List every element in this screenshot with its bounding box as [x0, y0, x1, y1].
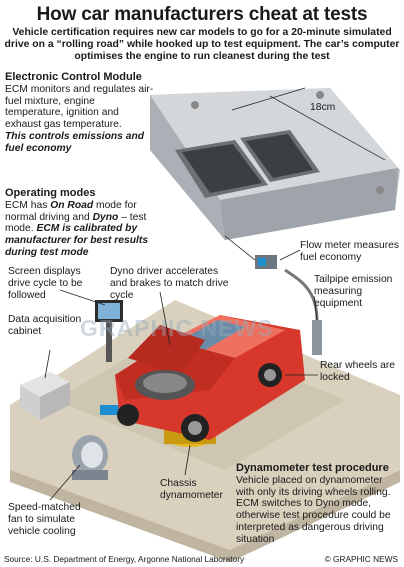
data-cabinet-drawing	[20, 372, 70, 420]
ecm-body: ECM monitors and regulates air-fuel mixt…	[5, 83, 154, 131]
ecm-block: Electronic Control Module ECM monitors a…	[5, 71, 155, 155]
chassis-label: Chassis dynamometer	[160, 478, 223, 501]
operating-modes-body: ECM has On Road mode for normal driving …	[5, 200, 163, 259]
tailpipe-equipment-drawing	[284, 268, 322, 355]
tailpipe-label: Tailpipe emission measuring equipment	[314, 274, 393, 309]
ecm-heading: Electronic Control Module	[5, 71, 142, 83]
dyno-driver-label: Dyno driver accelerates and brakes to ma…	[110, 266, 229, 301]
om-text-2: mode for normal driving and	[5, 199, 137, 223]
screen-drawing	[95, 300, 123, 362]
data-cabinet-label: Data acquisition cabinet	[8, 314, 82, 337]
om-text-1: ECM has	[5, 199, 51, 211]
om-on-road: On Road	[50, 199, 94, 211]
flow-meter-label: Flow meter measures fuel economy	[300, 240, 399, 263]
operating-modes-heading: Operating modes	[5, 187, 96, 199]
ecm-emphasis: This controls emissions and fuel economy	[5, 130, 145, 154]
om-text-3: – test mode.	[5, 211, 147, 235]
operating-modes-block: Operating modes ECM has On Road mode for…	[5, 187, 163, 259]
intro-text: Vehicle certification requires new car m…	[4, 27, 400, 62]
leader-lines	[44, 87, 318, 501]
fan-label: Speed-matched fan to simulate vehicle co…	[8, 502, 81, 537]
rear-wheels-label: Rear wheels are locked	[320, 360, 395, 383]
screen-label: Screen displays drive cycle to be follow…	[8, 266, 83, 301]
dynamometer-body: Vehicle placed on dynamometer with only …	[236, 474, 391, 545]
om-dyno: Dyno	[92, 211, 119, 223]
flow-meter-drawing	[255, 255, 277, 269]
page-title: How car manufacturers cheat at tests	[36, 4, 368, 25]
cooling-fan-drawing	[72, 435, 108, 480]
red-car-drawing	[115, 315, 305, 442]
ecm-unit-drawing	[150, 88, 400, 240]
om-emphasis: ECM is calibrated by manufacturer for be…	[5, 223, 149, 258]
source-note: Source: U.S. Department of Energy, Argon…	[4, 554, 245, 564]
watermark: GRAPHIC NEWS	[80, 315, 274, 341]
credit: © GRAPHIC NEWS	[324, 554, 398, 564]
ecm-dimension-label: 18cm	[310, 102, 336, 113]
dynamometer-block: Dynamometer test procedure Vehicle place…	[236, 462, 402, 546]
dynamometer-heading: Dynamometer test procedure	[236, 462, 389, 474]
